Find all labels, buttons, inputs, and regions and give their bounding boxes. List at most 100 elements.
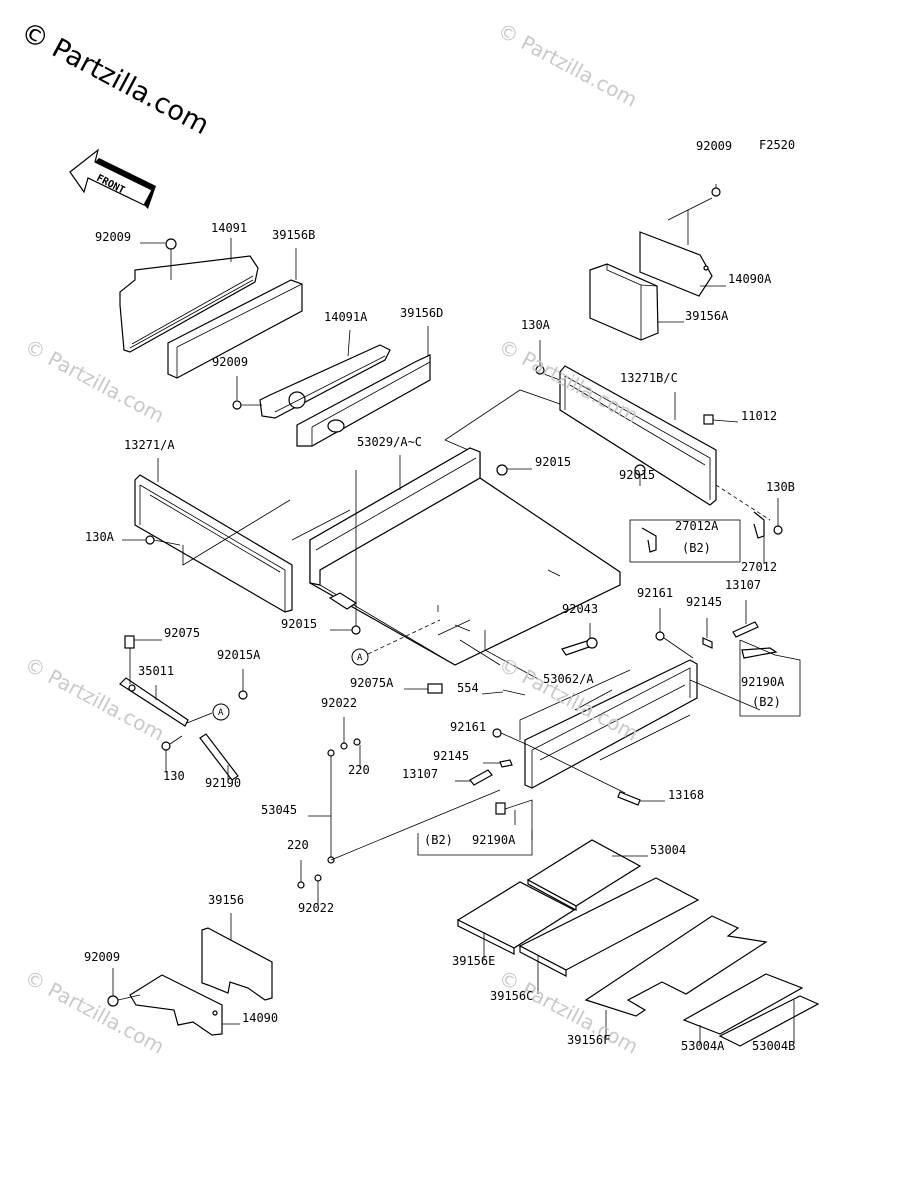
part-label: 130	[163, 769, 185, 783]
part-label: 92009	[95, 230, 132, 244]
cargo-bed	[309, 447, 621, 666]
mat-53004b	[718, 995, 820, 1047]
part-label: 27012	[741, 560, 778, 574]
front-arrow-icon	[69, 148, 156, 209]
part-label: 14091A	[324, 310, 368, 324]
part-label: 13271/A	[124, 438, 175, 452]
pin-13107-a	[732, 621, 759, 638]
part-label: 92075A	[350, 676, 394, 690]
nut-92015-a	[496, 464, 508, 476]
part-label: 39156	[208, 893, 245, 907]
bolt-92161-a	[655, 631, 665, 641]
part-label: 39156D	[400, 306, 444, 320]
plate-14090	[129, 974, 223, 1036]
bolt-130	[161, 741, 171, 751]
bolt-220-a	[353, 738, 361, 746]
part-label: 14091	[211, 221, 248, 235]
spring-92145-b	[499, 759, 513, 768]
part-label: 53004B	[752, 1039, 796, 1053]
part-label: 92190A	[741, 675, 785, 689]
part-label: 92190A	[472, 833, 516, 847]
cap-92075	[124, 635, 135, 649]
plate-14091	[119, 255, 259, 353]
part-label: 39156B	[272, 228, 316, 242]
part-label: 92075	[164, 626, 201, 640]
pad-39156b	[167, 279, 303, 379]
part-label: 130A	[521, 318, 550, 332]
rod-35011	[119, 677, 189, 727]
part-label: 39156F	[567, 1033, 611, 1047]
part-label: 92009	[696, 139, 733, 153]
bolt-92009-top	[667, 187, 721, 221]
callout-a-rod	[212, 703, 230, 721]
part-label: (B2)	[752, 695, 781, 709]
plate-14091a	[259, 344, 391, 419]
washer-92022-a	[340, 742, 348, 750]
bolt-220-b	[297, 881, 305, 889]
pin-92190a-b	[495, 802, 506, 815]
bolt-130a-right	[535, 340, 561, 381]
part-label: 39156A	[685, 309, 729, 323]
part-label: 35011	[138, 664, 175, 678]
part-label: 130A	[85, 530, 114, 544]
part-label: 53029/A~C	[357, 435, 423, 449]
nut-92015-b	[634, 464, 646, 476]
side-panel-right	[559, 365, 717, 506]
mat-53004	[526, 839, 642, 912]
mat-39156c	[518, 877, 700, 977]
cap-11012	[703, 414, 714, 425]
part-label: 130B	[766, 480, 795, 494]
mat-53004a	[682, 973, 804, 1035]
callout-a-rod-label: A	[218, 708, 224, 718]
part-label: 92161	[450, 720, 487, 734]
part-label: 92009	[212, 355, 249, 369]
figure-id: F2520	[759, 138, 796, 152]
part-label: 11012	[741, 409, 778, 423]
part-label: 92022	[298, 901, 335, 915]
spring-13168	[617, 791, 641, 806]
part-label: 92043	[562, 602, 599, 616]
part-label: (B2)	[682, 541, 711, 555]
part-label: 53062/A	[543, 672, 594, 686]
part-label: 27012A	[675, 519, 719, 533]
part-label: 92190	[205, 776, 242, 790]
part-label: 92015	[619, 468, 656, 482]
part-label: 554	[457, 681, 479, 695]
part-label: 53004A	[681, 1039, 725, 1053]
spring-92145-a	[702, 637, 713, 649]
rod-92190	[199, 733, 239, 781]
nut-92015-c	[351, 625, 361, 635]
part-label: 39156E	[452, 954, 496, 968]
bolt-92009-bottom	[107, 995, 119, 1007]
part-label: 14090	[242, 1011, 279, 1025]
pad-39156a	[589, 263, 659, 341]
part-label: 39156C	[490, 989, 534, 1003]
part-label: 92015A	[217, 648, 261, 662]
part-label: 13107	[402, 767, 439, 781]
part-label: 92015	[535, 455, 572, 469]
tailgate	[524, 659, 698, 789]
part-label: (B2)	[424, 833, 453, 847]
part-label: 13107	[725, 578, 762, 592]
bolt-130a-left	[122, 535, 181, 546]
b2-box-27012a	[629, 519, 741, 563]
mat-39156e	[456, 881, 576, 955]
bracket-27012a	[641, 527, 657, 553]
pin-92043	[561, 637, 598, 656]
part-label: 14090A	[728, 272, 772, 286]
part-label: 53045	[261, 803, 298, 817]
bolt-92161-b	[492, 728, 502, 738]
nut-92015a	[238, 690, 248, 700]
part-label: 92145	[686, 595, 723, 609]
pad-39156d	[296, 354, 431, 447]
block-92075a	[427, 683, 443, 694]
part-label: 13271B/C	[620, 371, 678, 385]
part-label: 220	[287, 838, 309, 852]
mat-39156f	[584, 915, 768, 1017]
side-panel-left	[134, 474, 293, 613]
part-label: 92145	[433, 749, 470, 763]
pin-13107-b	[469, 769, 493, 786]
washer-92022-b	[314, 874, 322, 882]
part-label: 13168	[668, 788, 705, 802]
